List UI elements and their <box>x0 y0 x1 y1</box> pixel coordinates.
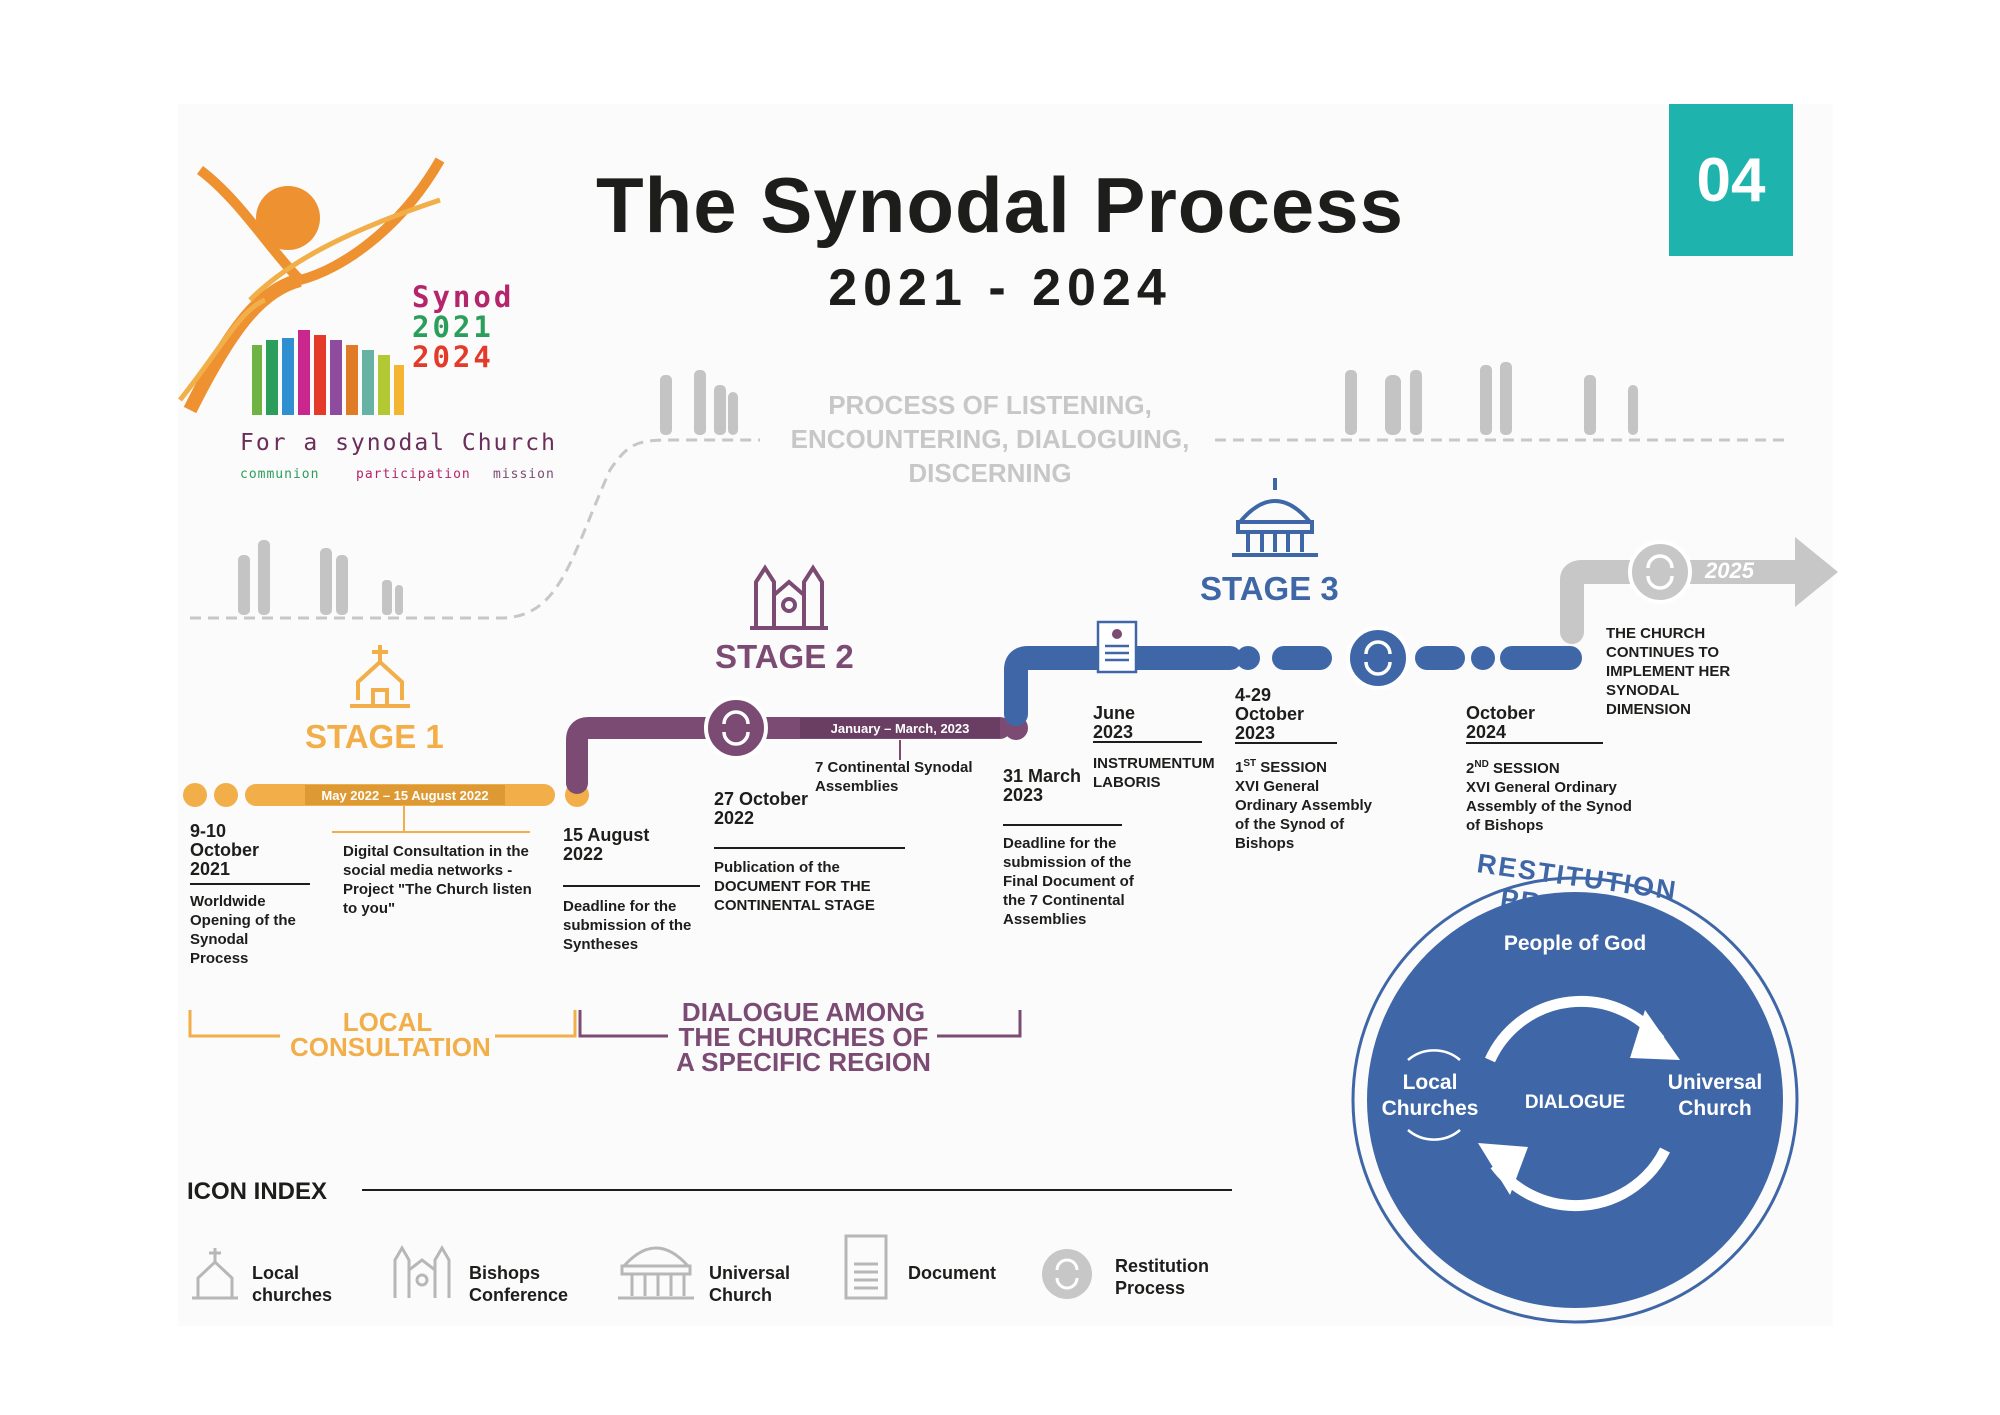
event-instrumentum-text: INSTRUMENTUM LABORIS <box>1093 755 1215 791</box>
walking-people-icon <box>238 362 1638 615</box>
stage-2-label: STAGE 2 <box>715 638 854 675</box>
logo-communion: communion <box>240 467 320 482</box>
page-number-badge: 04 <box>1669 104 1793 256</box>
cathedral-icon <box>750 564 828 630</box>
icon-index-bishops-conference: Bishops Conference <box>469 1263 569 1305</box>
document-icon <box>1096 620 1138 674</box>
region-dialogue: DIALOGUE AMONG THE CHURCHES OF A SPECIFI… <box>676 997 931 1077</box>
page-years: 2021 - 2024 <box>828 259 1172 317</box>
stage-3-label: STAGE 3 <box>1200 570 1339 607</box>
event-continental-doc-date: 27 October 2022 <box>714 789 809 828</box>
event-syntheses-text: Deadline for the submission of the Synth… <box>563 898 692 953</box>
event-opening-text: Worldwide Opening of the Synodal Process <box>190 893 296 967</box>
restitution-universal: Universal Church <box>1667 1071 1763 1120</box>
event-syntheses-date: 15 August 2022 <box>563 825 650 864</box>
church-icon <box>350 645 410 708</box>
year-2025-label: 2025 <box>1705 558 1754 583</box>
restitution-local: Local Churches <box>1381 1071 1479 1120</box>
period-stage-1: May 2022 – 15 August 2022 <box>321 788 489 803</box>
basilica-icon <box>1232 478 1318 557</box>
event-session2-date: October 2024 <box>1466 703 1536 742</box>
basilica-icon <box>618 1246 694 1300</box>
icon-index-universal-church: Universal Church <box>709 1263 791 1305</box>
restitution-diagram <box>1351 876 1799 1324</box>
restitution-dialogue: DIALOGUE <box>1524 1092 1626 1113</box>
cycle-glyphs <box>722 554 1674 746</box>
listening-label: PROCESS OF LISTENING, ENCOUNTERING, DIAL… <box>790 390 1190 488</box>
restitution-people: People of God <box>1503 932 1647 955</box>
region-local-consultation: LOCAL CONSULTATION <box>290 1007 491 1062</box>
cathedral-icon <box>393 1245 451 1298</box>
logo-tagline: For a synodal Church <box>240 430 557 456</box>
icon-index-local-churches: Local churches <box>252 1263 333 1305</box>
event-final-doc-text: Deadline for the submission of the Final… <box>1003 835 1134 928</box>
logo-mission: mission <box>493 467 555 482</box>
event-instrumentum-date: June 2023 <box>1093 703 1136 742</box>
arrow-2025 <box>1560 537 1838 644</box>
page-title: The Synodal Process <box>596 161 1404 249</box>
stage3-timeline <box>1004 626 1582 726</box>
event-church-continues: THE CHURCH CONTINUES TO IMPLEMENT HER SY… <box>1606 625 1731 718</box>
synod-logo <box>178 157 445 415</box>
event-continental-doc-text: Publication of the DOCUMENT FOR THE CONT… <box>714 859 875 914</box>
logo-year-2: 2024 <box>412 340 494 374</box>
icon-index-restitution: Restitution Process <box>1115 1256 1209 1298</box>
stage2-timeline <box>566 696 1028 794</box>
cycle-icon <box>1042 1249 1092 1299</box>
icon-index-document: Document <box>908 1263 997 1283</box>
event-opening-date: 9-10 October 2021 <box>190 821 260 879</box>
logo-year-1: 2021 <box>412 310 494 344</box>
period-stage-2: January – March, 2023 <box>830 721 970 736</box>
event-continental-assemblies: 7 Continental Synodal Assemblies <box>815 759 973 795</box>
people-silhouettes-icon <box>252 330 404 415</box>
document-icon <box>844 1234 888 1300</box>
event-final-doc-date: 31 March 2023 <box>1003 766 1082 805</box>
icon-index-title: ICON INDEX <box>187 1178 328 1205</box>
logo-participation: participation <box>356 467 471 482</box>
event-digital-consultation: Digital Consultation in the social media… <box>343 843 532 917</box>
logo-synod: Synod <box>412 280 515 314</box>
church-icon <box>192 1248 238 1300</box>
stage-1-label: STAGE 1 <box>305 718 444 755</box>
event-session1-date: 4-29 October 2023 <box>1235 685 1305 743</box>
